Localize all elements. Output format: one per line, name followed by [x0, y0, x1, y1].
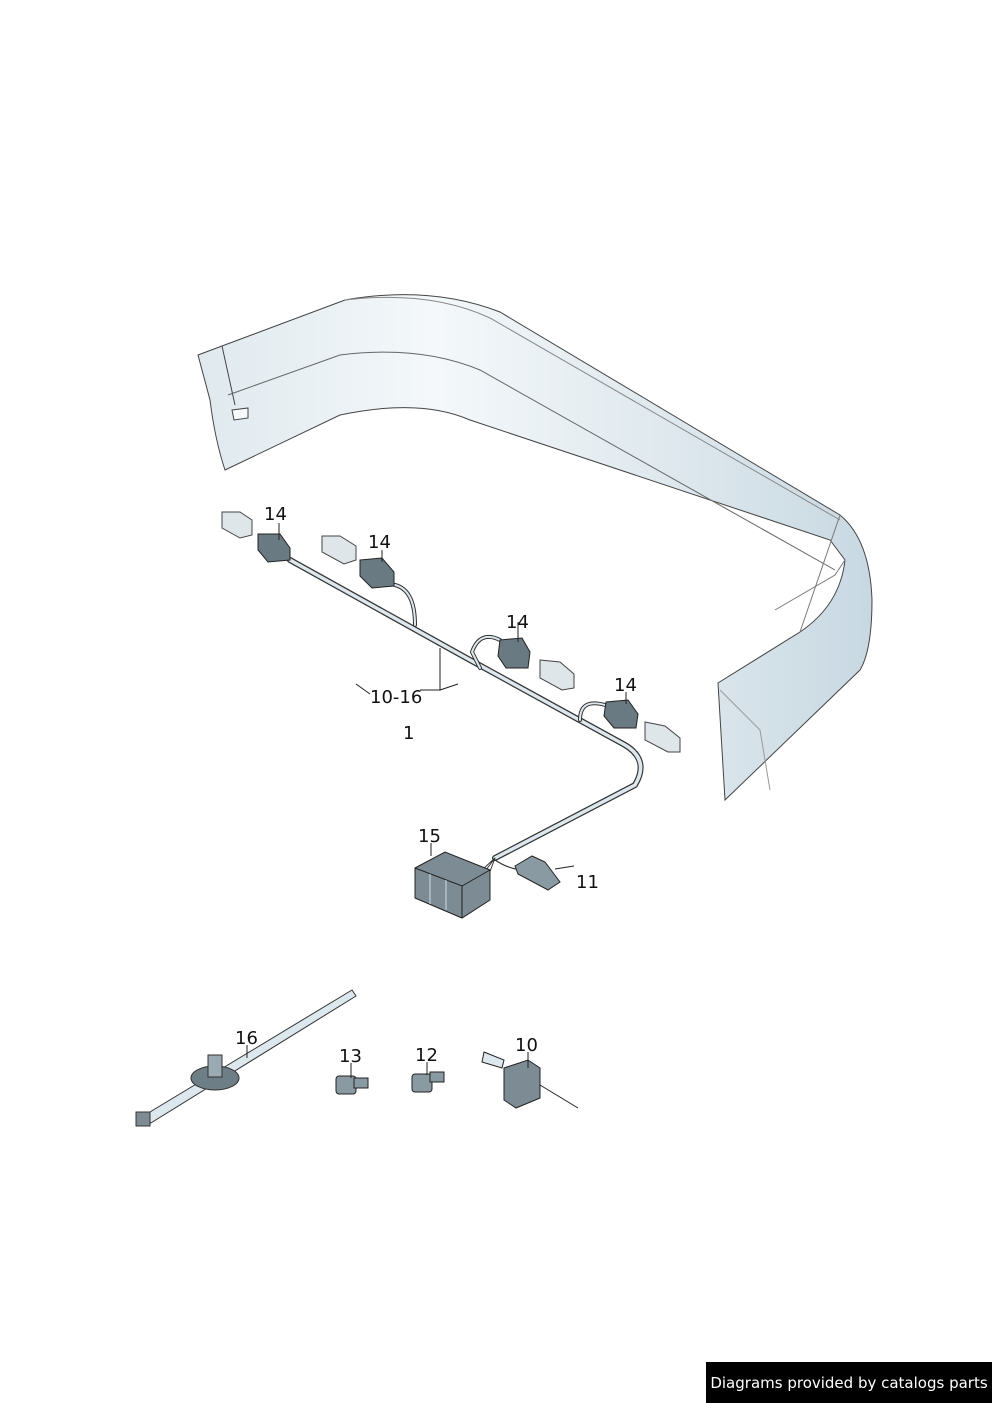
- wiring-harness: [287, 557, 644, 886]
- callout-14-a: 14: [264, 504, 287, 525]
- clip-part-11: [514, 855, 561, 891]
- callout-16: 16: [235, 1028, 258, 1049]
- callout-15: 15: [418, 826, 441, 847]
- bolts: [335, 1071, 445, 1095]
- callout-14-d: 14: [614, 675, 637, 696]
- callout-10: 10: [515, 1035, 538, 1056]
- parking-sensors: [221, 511, 681, 753]
- holder-part-10: [481, 1051, 579, 1109]
- credit-banner: Diagrams provided by catalogs parts: [706, 1362, 992, 1403]
- callout-14-b: 14: [368, 532, 391, 553]
- callout-11: 11: [576, 872, 599, 893]
- control-unit: [414, 851, 491, 919]
- connectors: [257, 533, 639, 729]
- leader-lines: [246, 523, 627, 1078]
- callout-10-16: 10-16: [370, 687, 422, 708]
- callout-13: 13: [339, 1046, 362, 1067]
- cable-tie-part-16: [135, 989, 357, 1127]
- callout-1: 1: [403, 723, 414, 744]
- callout-12: 12: [415, 1045, 438, 1066]
- rear-bumper-cover: [197, 294, 873, 802]
- callout-14-c: 14: [506, 612, 529, 633]
